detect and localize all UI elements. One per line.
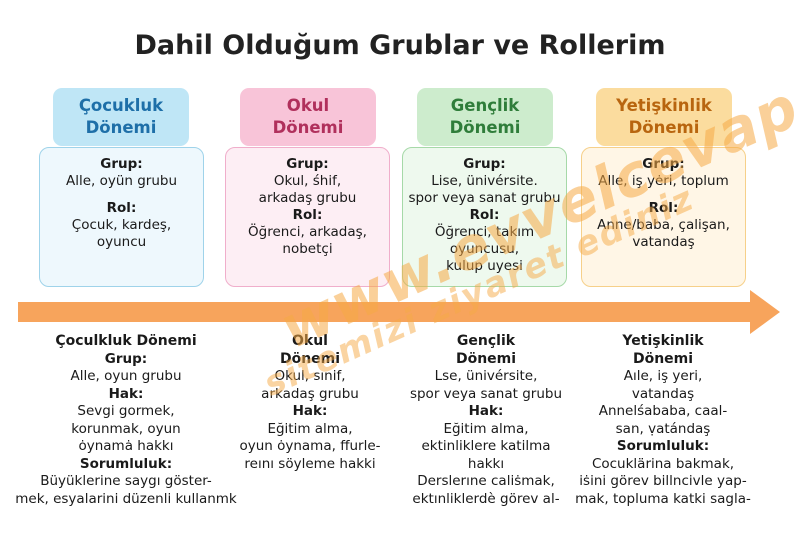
card-field-label: Rol:: [292, 207, 323, 223]
card-field-label: Rol:: [106, 200, 137, 216]
tab-label-line2: Dönemi: [85, 118, 157, 137]
card-field-value: oyuncusu,: [449, 241, 520, 257]
detail-heading: Dönemi: [632, 350, 694, 367]
detail-heading: Dönemi: [455, 350, 517, 367]
tab-label-line1: Çocukluk: [78, 96, 164, 115]
detail-text: Derslerıne caliṡmak,: [417, 473, 555, 489]
detail-heading: Dönemi: [279, 350, 341, 367]
tab-label-line1: Yetişkinlik: [616, 96, 712, 115]
card-field-label: Grup:: [286, 156, 329, 172]
detail-label: Grup:: [104, 350, 148, 367]
tab-label-line2: Dönemi: [272, 118, 344, 137]
card-field-label: Grup:: [642, 156, 685, 172]
card-field-value: Anne/baba, çalişan,: [597, 217, 730, 233]
detail-text: ektınliklerdè görev al-: [412, 490, 560, 507]
detail-label: Sorumluluk:: [616, 438, 710, 454]
card-field-value: oyuncu: [96, 234, 147, 250]
detail-text: Sevgi gormek,: [77, 403, 175, 419]
detail-text: mek, esyalarini düzenli kullanmk: [15, 490, 237, 507]
tab-label-line1: Gençlik: [450, 96, 520, 115]
card-field-value: spor veya sanat grubu: [408, 190, 561, 206]
card-field-value: Çocuk, kardeş,: [71, 217, 172, 233]
card-field-value: nobetçi: [282, 241, 333, 257]
detail-text: san, ṿatándaş: [615, 420, 711, 437]
detail-text: mak, topluma katki sagla-: [575, 490, 751, 507]
card-field-label: Rol:: [648, 200, 679, 216]
page-title: Dahil Olduğum Grublar ve Rollerim: [134, 30, 666, 61]
detail-text: Eğitim alma,: [443, 420, 529, 437]
card-field-value: Lise, ünivérsite.: [431, 173, 538, 189]
detail-text: Okul, sınif,: [274, 368, 346, 384]
tab-okul-donemi: Okul Dönemi: [240, 88, 376, 146]
detail-label: Hak:: [292, 403, 328, 419]
detail-text: ektinliklere katilma: [421, 438, 551, 454]
card-spacer: [40, 190, 203, 200]
detail-text: oyun ȯynama, ffurle-: [239, 438, 381, 454]
detail-text: Annelśababa, caal-: [598, 403, 728, 419]
detail-text: Eğitim alma,: [267, 420, 353, 437]
tab-label-line1: Okul: [286, 96, 330, 115]
detail-text: Aıle, iş yeri,: [623, 368, 703, 384]
detail-text: korunmak, oyun: [71, 420, 181, 437]
tab-label-line2: Dönemi: [628, 118, 700, 137]
tab-cocukluk-donemi: Çocukluk Dönemi: [53, 88, 189, 146]
card-field-value: vatandaş: [632, 234, 695, 250]
detail-text: Büyüklerine saygı göster-: [40, 473, 212, 489]
detail-heading: Gençlik: [456, 333, 516, 349]
detail-text: spor veya sanat grubu: [409, 385, 563, 402]
timeline-arrow: [18, 290, 780, 334]
detail-text: hakkı: [467, 455, 505, 472]
detail-text: reını söyleme hakki: [244, 455, 376, 472]
card-field-value: Okul, śhif,: [273, 173, 342, 189]
card-field-value: Alle, iş yėri, toplum: [598, 173, 729, 189]
detail-label: Sorumluluk:: [79, 455, 173, 472]
card-field-label: Grup:: [463, 156, 506, 172]
card-field-value: kulup uyesi: [446, 258, 523, 274]
card-field-value: arkadaş grubu: [258, 190, 357, 206]
detail-text: Alle, oyun grubu: [70, 368, 182, 384]
detail-text: arkadaş grubu: [261, 385, 359, 402]
card-field-label: Grup:: [100, 156, 143, 172]
detail-label: Hak:: [468, 403, 504, 419]
detail-text: Cocuklärina bakmak,: [591, 455, 735, 472]
detail-text: Lse, ünivérsite,: [434, 368, 538, 384]
detail-heading: Çoculkluk Dönemi: [55, 333, 197, 349]
tab-yetiskinlik-donemi: Yetişkinlik Dönemi: [596, 88, 732, 146]
card-field-value: Öğrenci, takım: [434, 224, 535, 240]
tab-genclik-donemi: Gençlik Dönemi: [417, 88, 553, 146]
card-genclik: Grup:Lise, ünivérsite.spor veya sanat gr…: [402, 147, 567, 287]
detail-label: Hak:: [108, 385, 144, 402]
card-field-value: Alle, oyün grubu: [65, 173, 178, 189]
detail-heading: Okul: [292, 333, 328, 349]
timeline-arrow-shape: [18, 290, 780, 334]
card-field-label: Rol:: [469, 207, 500, 223]
detail-heading: Yetişkinlik: [622, 333, 704, 349]
card-spacer: [582, 190, 745, 200]
detail-text: ȯynamȧ hakkı: [78, 438, 174, 454]
detail-text: vatandaş: [631, 385, 695, 402]
card-field-value: Öğrenci, arkadaş,: [248, 224, 367, 240]
detail-text: iṡini görev billncivle yap-: [579, 473, 747, 489]
tab-label-line2: Dönemi: [449, 118, 521, 137]
